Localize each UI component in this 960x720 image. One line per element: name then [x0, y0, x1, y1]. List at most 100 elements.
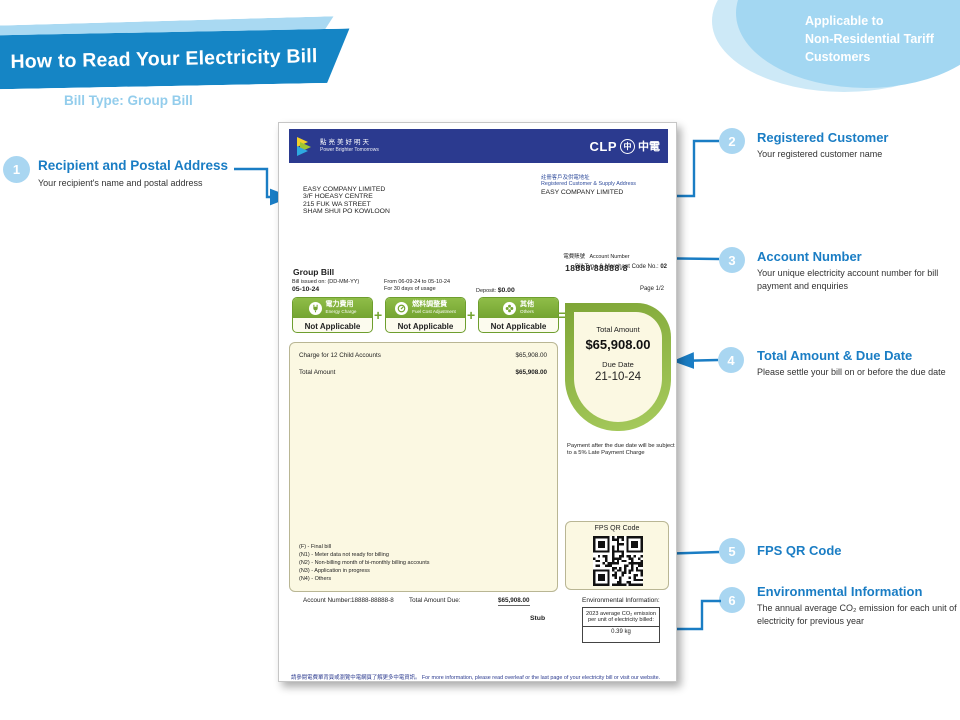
tagline-en: Power Brighter Tomorrows	[320, 146, 379, 153]
plus-operator: +	[374, 307, 383, 323]
registered-label-zh: 註冊客戶及供電地址	[541, 175, 590, 181]
stub-label: Stub	[530, 615, 546, 622]
annotation-1: 1	[3, 156, 30, 183]
charge-box-value: Not Applicable	[397, 321, 454, 331]
charge-label: Total Amount	[299, 369, 336, 376]
charge-box-value: Not Applicable	[304, 321, 361, 331]
clp-logo-text: CLP	[589, 138, 617, 154]
annotation-6: 6	[719, 587, 745, 613]
clp-logo-zh: 中電	[638, 141, 660, 153]
tagline-zh: 點亮美好明天	[320, 138, 371, 146]
annotation-number-badge: 4	[718, 347, 744, 373]
period-range: From 06-09-24 to 05-10-24	[384, 279, 451, 285]
annotation-desc: The annual average CO₂ emission for each…	[757, 603, 957, 626]
annotation-number-badge: 2	[719, 128, 745, 154]
merchant-code-value: 02	[660, 264, 667, 270]
clp-logo-circle-icon: 中	[620, 138, 635, 154]
annotation-desc: Your recipient's name and postal address	[38, 178, 203, 188]
charge-box-title-zh: 其他	[520, 301, 534, 309]
applicability-line: Non-Residential Tariff	[805, 32, 934, 46]
fps-qr-box: FPS QR Code	[565, 521, 669, 590]
deposit-value: $0.00	[497, 287, 515, 294]
stub-due-label: Total Amount Due:	[409, 597, 461, 604]
annotation-4-text: Total Amount & Due Date Please settle yo…	[757, 348, 959, 379]
annotation-5: 5	[719, 538, 745, 564]
annotation-title: Total Amount & Due Date	[757, 348, 913, 363]
charge-box-value: Not Applicable	[490, 321, 547, 331]
plug-icon	[308, 301, 322, 315]
charge-box-title-zh: 電力費用	[325, 301, 354, 309]
applicability-note: Applicable to Non-Residential Tariff Cus…	[805, 12, 934, 66]
environment-title: Environmental Information:	[582, 597, 660, 604]
bill-footnotes: (F) - Final bill (N1) - Meter data not r…	[299, 543, 430, 583]
stub-account-value: 18888-88888-8	[351, 597, 394, 604]
charges-detail-box: Charge for 12 Child Accounts $65,908.00 …	[289, 342, 558, 592]
applicability-line: Customers	[805, 50, 871, 64]
annotation-title: Environmental Information	[757, 584, 923, 599]
plus-operator: +	[467, 307, 476, 323]
stub-due-value: $65,908.00	[498, 597, 530, 606]
total-amount-label: Total Amount	[596, 325, 640, 334]
fps-qr-code	[593, 536, 643, 586]
bill-footer-note: 請參閱電費單背頁或瀏覽中電網頁了解更多中電資訊。 For more inform…	[291, 675, 661, 681]
annotation-1-text: Recipient and Postal Address Your recipi…	[38, 158, 248, 190]
period-days: For 30 days of usage	[384, 286, 436, 292]
charge-box-title-en: Others	[520, 309, 534, 315]
address-line: SHAM SHUI PO KOWLOON	[303, 207, 390, 215]
environment-value: 0.39 kg	[583, 625, 659, 636]
annotation-6-text: Environmental Information The annual ave…	[757, 584, 959, 627]
charge-row: Charge for 12 Child Accounts $65,908.00	[299, 352, 547, 359]
annotation-3: 3	[719, 247, 745, 273]
charge-box-title-zh: 燃料調整費	[412, 301, 448, 309]
issued-label: Bill issued on: (DD-MM-YY)	[292, 279, 360, 285]
registered-customer-block: 註冊客戶及供電地址 Registered Customer & Supply A…	[541, 175, 636, 196]
charge-amount: $65,908.00	[515, 369, 547, 376]
bill-type-subtitle: Bill Type: Group Bill	[64, 93, 193, 108]
late-payment-note: Payment after the due date will be subje…	[567, 443, 675, 457]
due-date-label: Due Date	[602, 360, 634, 369]
footnote: (F) - Final bill	[299, 544, 332, 550]
gauge-icon	[395, 301, 409, 315]
fuel-cost-box: 燃料調整費 Fuel Cost Adjustment Not Applicabl…	[385, 297, 466, 333]
annotation-3-text: Account Number Your unique electricity a…	[757, 249, 959, 292]
annotation-number-badge: 5	[719, 538, 745, 564]
environment-line: 2023 average CO₂ emission per unit of el…	[586, 610, 656, 624]
page-number: Page 1/2	[639, 286, 664, 292]
charge-amount: $65,908.00	[515, 352, 547, 359]
account-label-zh: 電費賬號	[563, 254, 585, 260]
others-charge-box: 其他 Others Not Applicable	[478, 297, 559, 333]
charge-row: Total Amount $65,908.00	[299, 369, 547, 376]
billing-period: From 06-09-24 to 05-10-24 For 30 days of…	[384, 279, 450, 293]
environment-box: 2023 average CO₂ emission per unit of el…	[582, 607, 660, 643]
registered-customer-name: EASY COMPANY LIMITED	[541, 188, 624, 196]
due-date-value: 21-10-24	[594, 371, 642, 383]
footnote: (N1) - Meter data not ready for billing	[299, 552, 389, 558]
issued-date: 05-10-24	[292, 286, 320, 293]
annotation-title: Account Number	[757, 249, 862, 264]
account-number-block: 電費賬號 Account Number 18888-88888-8	[524, 245, 669, 273]
page-title: How to Read Your Electricity Bill	[10, 44, 318, 73]
charge-box-title-en: Fuel Cost Adjustment	[412, 309, 456, 315]
clp-logo: CLP 中 中電	[589, 138, 660, 154]
footnote: (N2) - Non-billing month of bi-monthly b…	[299, 560, 430, 566]
bill-header-bar: 點亮美好明天 Power Brighter Tomorrows CLP 中 中電	[289, 129, 668, 163]
footnote: (N4) - Others	[299, 576, 332, 582]
annotation-2: 2	[719, 128, 745, 154]
address-line: 3/F HOEASY CENTRE	[303, 193, 373, 201]
annotation-number-badge: 3	[719, 247, 745, 273]
stub-account-label: Account Number:	[303, 597, 352, 604]
fan-icon	[503, 301, 516, 315]
annotation-desc: Your registered customer name	[757, 149, 883, 159]
address-line: 215 FUK WA STREET	[303, 200, 371, 208]
annotation-desc: Please settle your bill on or before the…	[757, 367, 946, 377]
annotation-4: 4	[718, 347, 744, 373]
recipient-address: EASY COMPANY LIMITED 3/F HOEASY CENTRE 2…	[303, 186, 390, 215]
annotation-title: Registered Customer	[757, 130, 889, 145]
registered-label-en: Registered Customer & Supply Address	[541, 181, 636, 188]
energy-charge-box: 電力費用 Energy Charge Not Applicable	[292, 297, 373, 333]
applicability-line: Applicable to	[805, 14, 884, 28]
title-banner: How to Read Your Electricity Bill	[0, 29, 350, 90]
annotation-title: Recipient and Postal Address	[38, 158, 229, 173]
equals-operator: =	[558, 307, 567, 323]
